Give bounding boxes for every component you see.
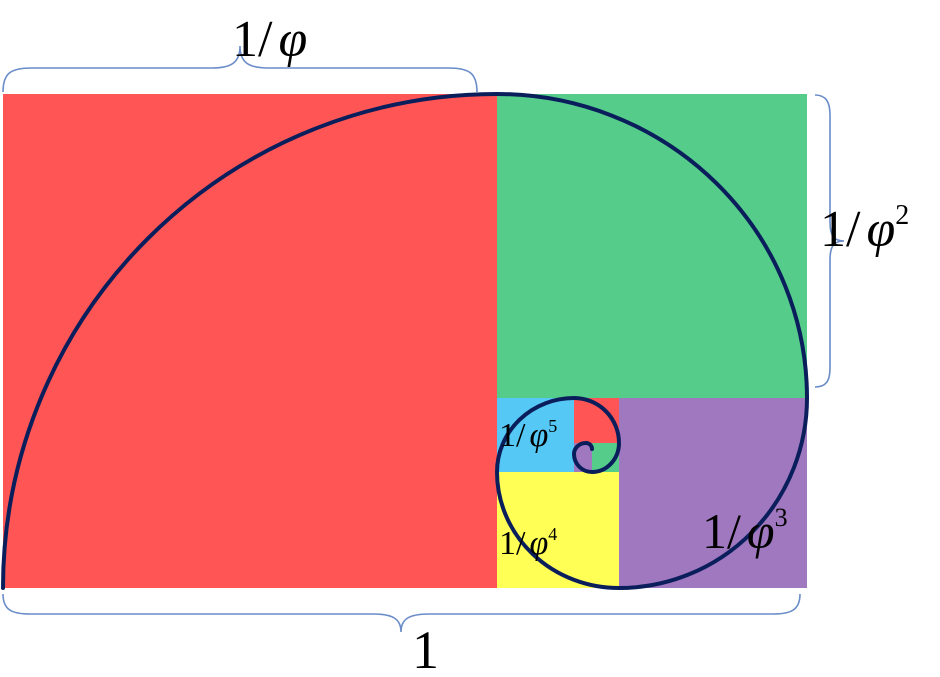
blue-label-phi: φ bbox=[529, 417, 548, 454]
top-brace bbox=[2, 45, 478, 93]
yellow-label-phi: φ bbox=[529, 525, 548, 562]
yellow-square bbox=[497, 472, 619, 588]
purple-square bbox=[619, 398, 807, 588]
right-label-exponent: 2 bbox=[895, 200, 909, 231]
red-square bbox=[3, 94, 497, 588]
right-label-phi: φ bbox=[866, 201, 895, 258]
blue-label-numerator: 1/ bbox=[499, 417, 526, 454]
purple-label-numerator: 1/ bbox=[702, 503, 741, 559]
top-length-label: 1/φ bbox=[232, 11, 307, 68]
blue-label-exponent: 5 bbox=[548, 416, 557, 436]
bottom-length-label: 1 bbox=[412, 620, 439, 677]
bottom-brace bbox=[2, 593, 801, 633]
right-label-numerator: 1/ bbox=[820, 201, 861, 258]
purple-label-exponent: 3 bbox=[775, 503, 788, 532]
purple-label-phi: φ bbox=[747, 503, 775, 559]
yellow-length-label: 1/φ4 bbox=[499, 524, 557, 562]
right-length-label: 1/φ2 bbox=[820, 200, 909, 258]
top-label-phi: φ bbox=[278, 11, 307, 68]
bottom-label-value: 1 bbox=[412, 620, 439, 677]
blue-length-label: 1/φ5 bbox=[499, 416, 557, 454]
blue-square bbox=[497, 398, 574, 472]
yellow-label-numerator: 1/ bbox=[499, 525, 526, 562]
green-square bbox=[497, 94, 807, 398]
right-brace bbox=[814, 94, 845, 388]
golden-spiral bbox=[1, 91, 810, 591]
yellow-label-exponent: 4 bbox=[548, 524, 557, 544]
top-label-numerator: 1/ bbox=[232, 11, 273, 68]
purple-length-label: 1/φ3 bbox=[702, 503, 788, 559]
